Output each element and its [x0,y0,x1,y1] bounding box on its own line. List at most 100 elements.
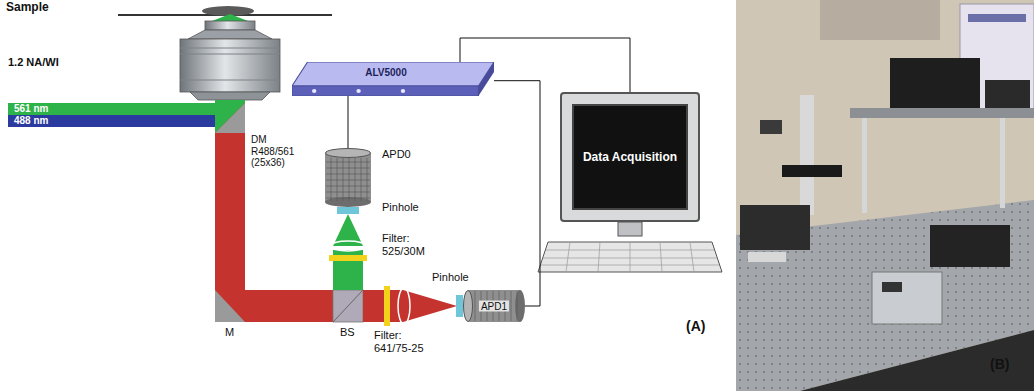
optics-breadboard [740,205,810,250]
correlator-top [292,62,494,86]
lab-wall [736,0,1034,391]
part-label: 488 nm [14,115,48,127]
detector-apd: APD1 [463,290,525,322]
apd-mesh [367,158,368,201]
connector-port [401,89,405,93]
red-focus-cone [403,290,457,322]
table-edge [800,330,1034,391]
focusing-lens [398,288,410,324]
key-col [660,242,662,272]
controller-box [872,272,942,324]
connector-port [312,89,316,93]
objective-ridge [180,54,280,55]
part-label: DM R488/561 (25x36) [251,134,309,169]
mirror [215,290,245,322]
controller-panel [882,282,902,292]
monitor-stand [618,222,642,236]
focal-cone [212,14,248,21]
excitation-reflection [215,103,245,133]
focusing-lens [330,241,366,251]
apd-mesh [326,174,370,175]
support-post [1000,118,1005,208]
pinhole [456,295,463,317]
red-emission-beam [363,290,403,322]
sample-stage [118,6,332,21]
optical-table [736,200,1034,391]
apd-body [468,290,520,322]
sample-tissue [202,6,254,16]
correlator-side [478,62,494,96]
dichroic-mirror [215,103,245,133]
red-emission-beam [245,290,333,322]
node-shape [325,148,371,207]
apd-mesh [355,158,356,201]
key-col [566,242,570,272]
apd-mesh [326,186,370,187]
device-label: APD0 [382,148,411,160]
part-label: M [225,326,234,339]
key-col [630,242,631,272]
computer-monitor: Data Acquisition [560,92,700,222]
screen-text: Data Acquisition [583,150,677,165]
eyepiece [760,120,782,134]
signal-cable [494,81,540,306]
laser-561-beam [8,103,216,115]
part-label: Filter: 525/30M [382,232,436,257]
apd-mesh [326,180,370,181]
apd-mesh [475,291,476,321]
device-label: APD1 [479,301,509,312]
apd-end [515,290,525,322]
apd-mesh [326,162,370,163]
apd-mesh [326,168,370,169]
lab-photo [736,0,1034,391]
microscope-stage [782,165,842,177]
apd-mesh [511,291,512,321]
power-supply [930,225,1010,267]
microscope-body [800,95,814,215]
part-label: Pinhole [432,271,469,284]
part-label: Sample [6,1,49,15]
connector-port [356,89,360,93]
apd-mesh [337,158,338,201]
part-label: 561 nm [14,103,48,115]
support-post [862,118,867,213]
part-label: 1.2 NA/WI [8,56,59,69]
device-label: ALV5000 [292,67,480,78]
poster-header [968,14,1026,22]
apd-mesh [361,158,362,201]
apd-face [464,291,473,322]
red-filter [384,286,390,326]
elevated-breadboard [850,108,1034,118]
pinhole [337,207,359,214]
keyboard [538,242,722,272]
keyboard-keys [541,242,719,272]
green-filter [329,255,367,261]
objective-ridge [180,48,280,49]
detector-box [748,252,786,262]
objective-taper [188,30,272,39]
apd-mesh [343,158,344,201]
objective-lens [180,21,280,100]
apd-mesh [331,158,332,201]
part-label: Pinhole [382,201,419,214]
apd-top [326,149,371,158]
key-col [598,242,600,272]
wall-shelf [820,0,940,40]
objective-tip [205,21,255,30]
detector-apd: APD0 [325,148,371,207]
signal-cable [348,96,349,148]
beam-splitter [333,290,363,322]
apd-body [325,153,371,202]
objective-ridge [180,80,280,81]
panel-letter: (A) [686,318,705,334]
electronics-box [985,80,1030,108]
panel-letter: (B) [990,356,1009,372]
correlator-front [292,86,478,96]
objective-mount [190,92,270,100]
part-label: Filter: 641/75-25 [374,329,438,354]
apd-mesh [517,291,518,321]
correlator-box: ALV5000 [292,62,494,96]
laser-box [890,58,980,108]
